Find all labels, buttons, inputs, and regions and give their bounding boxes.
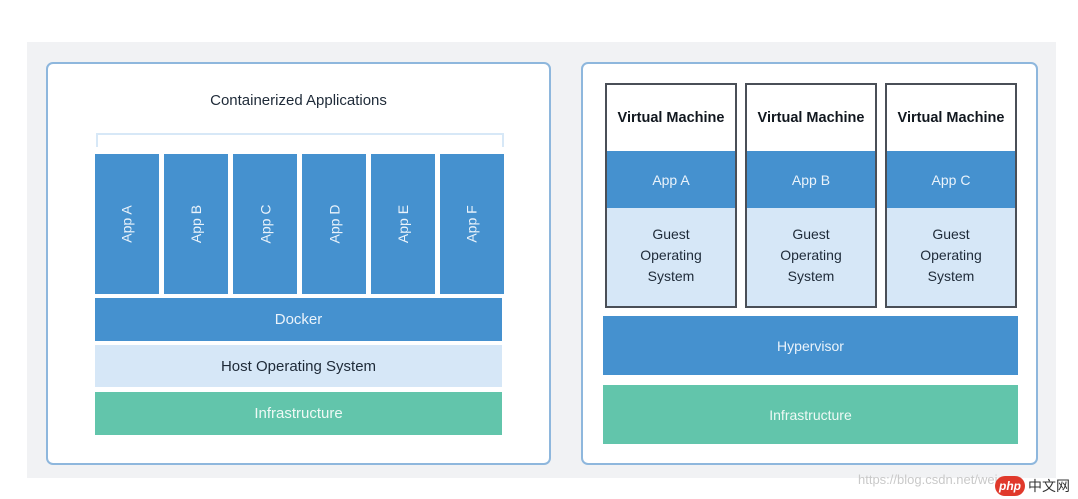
guest-os-line: System <box>647 267 695 284</box>
guest-os-line: System <box>927 267 975 284</box>
guest-os-line: Guest <box>932 225 970 242</box>
site-logo: php 中文网 <box>995 476 1070 496</box>
guest-os-line: Operating <box>920 246 982 263</box>
virtual-machines-panel: Virtual Machine App A Guest Operating Sy… <box>581 62 1038 465</box>
virtual-machine-1: Virtual Machine App A Guest Operating Sy… <box>605 83 737 308</box>
hypervisor-layer: Hypervisor <box>603 316 1018 375</box>
vm-guest-os: Guest Operating System <box>887 208 1015 306</box>
containerized-panel: Containerized Applications App A App B A… <box>46 62 551 465</box>
guest-os-line: Operating <box>640 246 702 263</box>
guest-os-line: Guest <box>652 225 690 242</box>
vm-title: Virtual Machine <box>757 110 865 126</box>
logo-text: 中文网 <box>1028 478 1070 494</box>
vm-app: App C <box>887 151 1015 208</box>
vm-title: Virtual Machine <box>617 110 725 126</box>
vm-app: App A <box>607 151 735 208</box>
virtual-machine-3: Virtual Machine App C Guest Operating Sy… <box>885 83 1017 308</box>
vm-app: App B <box>747 151 875 208</box>
container-app-label: App D <box>325 204 342 244</box>
infrastructure-layer: Infrastructure <box>95 392 502 435</box>
container-app-b: App B <box>164 154 228 294</box>
vm-guest-os: Guest Operating System <box>747 208 875 306</box>
container-app-label: App E <box>394 204 411 244</box>
virtual-machine-2: Virtual Machine App B Guest Operating Sy… <box>745 83 877 308</box>
vm-guest-os: Guest Operating System <box>607 208 735 306</box>
guest-os-line: System <box>787 267 835 284</box>
containerized-title: Containerized Applications <box>210 92 387 109</box>
infrastructure-layer: Infrastructure <box>603 385 1018 444</box>
host-os-layer: Host Operating System <box>95 345 502 387</box>
container-app-e: App E <box>371 154 435 294</box>
container-app-f: App F <box>440 154 504 294</box>
container-app-label: App C <box>256 204 273 244</box>
guest-os-line: Guest <box>792 225 830 242</box>
apps-bracket <box>96 133 504 147</box>
container-app-label: App F <box>463 205 480 243</box>
php-logo-icon: php <box>995 476 1025 496</box>
guest-os-line: Operating <box>780 246 842 263</box>
container-app-d: App D <box>302 154 366 294</box>
container-app-a: App A <box>95 154 159 294</box>
vm-title: Virtual Machine <box>897 110 1005 126</box>
docker-layer: Docker <box>95 298 502 341</box>
watermark: https://blog.csdn.net/wei... <box>858 472 1009 487</box>
container-apps-row: App A App B App C App D App E App F <box>95 154 505 294</box>
container-app-label: App A <box>119 205 135 243</box>
container-app-c: App C <box>233 154 297 294</box>
container-app-label: App B <box>187 204 204 244</box>
